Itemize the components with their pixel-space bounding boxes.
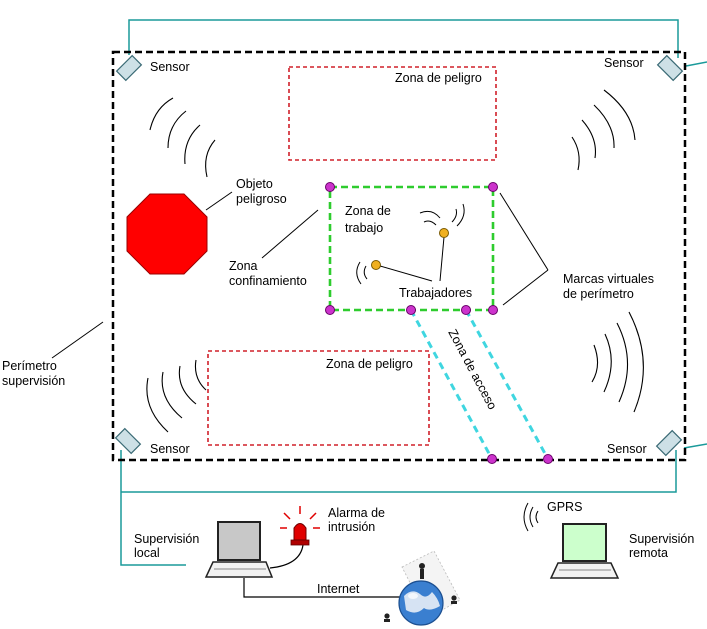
remote-supervision-laptop xyxy=(549,523,620,579)
globe-icon xyxy=(384,550,461,626)
worker-pointer-right xyxy=(439,236,445,282)
bottom-right-sensor-cable xyxy=(121,450,677,493)
virtual-mark xyxy=(543,454,553,464)
bottom-right-sensor-lead xyxy=(683,443,707,449)
laptop-icon xyxy=(204,521,274,578)
sensor-icon xyxy=(115,54,143,82)
confinement-pointer xyxy=(261,209,319,259)
danger-zone-top xyxy=(288,66,497,161)
internet-label: Internet xyxy=(317,582,360,596)
gprs-label: GPRS xyxy=(547,500,582,514)
work-zone-label-line1: Zona de xyxy=(345,204,391,218)
sensor-label-top-left: Sensor xyxy=(150,60,190,74)
internet-cable xyxy=(243,578,402,598)
perimeter-label-line2: supervisión xyxy=(2,374,65,388)
workers-label: Trabajadores xyxy=(399,286,472,300)
virtual-mark-pointer-top xyxy=(499,192,549,271)
access-zone-label: Zona de acceso xyxy=(445,327,499,412)
confinement-label-line1: Zona xyxy=(229,259,258,273)
dangerous-object-label-line2: peligroso xyxy=(236,192,287,206)
remote-supervision-label-line2: remota xyxy=(629,546,668,560)
top-sensor-cable xyxy=(128,19,679,58)
workers xyxy=(356,203,465,285)
octagon-icon xyxy=(126,193,208,275)
virtual-mark xyxy=(487,454,497,464)
sensor-label-bottom-right: Sensor xyxy=(607,442,647,456)
virtual-mark xyxy=(325,305,335,315)
siren-icon xyxy=(280,506,320,546)
sensor-label-bottom-left: Sensor xyxy=(150,442,190,456)
sensor-icon xyxy=(114,427,142,455)
bottom-sensor-cable xyxy=(120,450,186,566)
perimeter-pointer xyxy=(51,321,104,359)
pointer-lines xyxy=(51,191,549,359)
sensor-cables xyxy=(120,19,707,566)
virtual-mark-pointer-bottom xyxy=(502,269,549,306)
laptop-icon xyxy=(549,523,620,579)
local-supervision-label-line2: local xyxy=(134,546,160,560)
sensor-label-top-right: Sensor xyxy=(604,56,644,70)
sensor-icon xyxy=(656,54,684,82)
local-supervision-laptop xyxy=(204,521,274,578)
virtual-mark xyxy=(461,305,471,315)
worker-pointer-left xyxy=(379,265,433,282)
sensor-radiation-arcs xyxy=(146,89,644,433)
remote-supervision-label-line1: Supervisión xyxy=(629,532,694,546)
alarm-cable xyxy=(269,544,304,569)
virtual-marks-label-line1: Marcas virtuales xyxy=(563,272,654,286)
danger-zone-bottom xyxy=(207,350,430,446)
virtual-perimeter-marks xyxy=(325,182,553,464)
sensors xyxy=(114,54,684,457)
worker-icon xyxy=(371,260,381,270)
virtual-mark xyxy=(406,305,416,315)
dangerous-object-label-line1: Objeto xyxy=(236,177,273,191)
intrusion-alarm-label-line1: Alarma de xyxy=(328,506,385,520)
object-pointer xyxy=(205,191,233,211)
virtual-mark xyxy=(325,182,335,192)
work-zone-label-line2: trabajo xyxy=(345,221,383,235)
confinement-label-line2: confinamiento xyxy=(229,274,307,288)
danger-zone-bottom-label: Zona de peligro xyxy=(326,357,413,371)
top-right-sensor-lead xyxy=(685,61,707,67)
virtual-marks-label-line2: de perímetro xyxy=(563,287,634,301)
access-zone xyxy=(409,309,550,460)
supervised-perimeter xyxy=(111,50,687,462)
virtual-mark xyxy=(488,305,498,315)
danger-zone-top-label: Zona de peligro xyxy=(395,71,482,85)
intrusion-alarm-label-line2: intrusión xyxy=(328,520,375,534)
sensor-icon xyxy=(655,429,683,457)
virtual-mark xyxy=(488,182,498,192)
local-supervision-label-line1: Supervisión xyxy=(134,532,199,546)
access-zone-left-edge xyxy=(409,309,494,460)
perimeter-label-line1: Perímetro xyxy=(2,359,57,373)
access-zone-right-edge xyxy=(464,309,550,460)
worker-icon xyxy=(439,228,449,238)
gprs-signal-waves xyxy=(523,502,539,532)
worker-signal-waves xyxy=(356,203,465,285)
